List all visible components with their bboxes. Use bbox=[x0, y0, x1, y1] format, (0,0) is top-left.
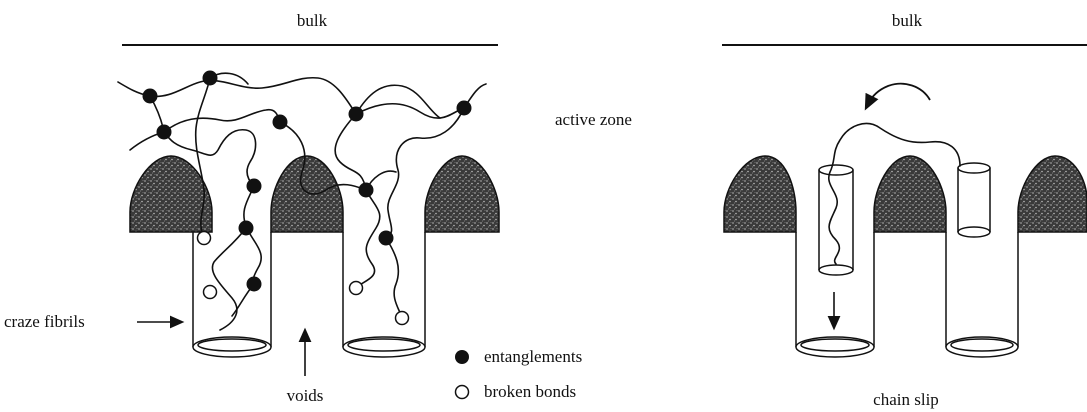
right-dome-3 bbox=[1018, 156, 1087, 232]
left-panel: bulk bbox=[4, 11, 499, 405]
right-fibril-1 bbox=[796, 232, 874, 357]
active-zone-label: active zone bbox=[555, 110, 632, 129]
entanglement-dot bbox=[247, 277, 262, 292]
broken-bond-circle bbox=[204, 286, 217, 299]
voids-label: voids bbox=[287, 386, 324, 405]
legend-broken-bond-swatch bbox=[456, 386, 469, 399]
broken-bond-circles bbox=[198, 232, 409, 325]
entanglement-dot bbox=[379, 231, 394, 246]
right-fibril-2 bbox=[946, 232, 1018, 357]
left-dome-3 bbox=[425, 156, 499, 232]
entanglement-dot bbox=[157, 125, 172, 140]
right-dome-2 bbox=[874, 156, 946, 232]
right-panel: bulk bbox=[722, 11, 1087, 409]
broken-bond-circle bbox=[396, 312, 409, 325]
entanglement-dot bbox=[247, 179, 262, 194]
left-dome-2 bbox=[271, 156, 343, 232]
legend-entanglement-swatch bbox=[455, 350, 469, 364]
entanglement-dot bbox=[359, 183, 374, 198]
legend-broken-bonds-label: broken bonds bbox=[484, 382, 576, 401]
right-bulk-label: bulk bbox=[892, 11, 923, 30]
entanglement-dot bbox=[457, 101, 472, 116]
entanglement-dot bbox=[203, 71, 218, 86]
pull-out-arrow bbox=[868, 84, 930, 104]
right-dome-1 bbox=[724, 156, 796, 232]
broken-bond-circle bbox=[198, 232, 211, 245]
craze-fibrils-label: craze fibrils bbox=[4, 312, 85, 331]
entanglement-dot bbox=[349, 107, 364, 122]
entanglement-dot bbox=[273, 115, 288, 130]
broken-bond-circle bbox=[350, 282, 363, 295]
left-bulk-label: bulk bbox=[297, 11, 328, 30]
legend: entanglements broken bonds bbox=[455, 347, 582, 401]
slip-tube-2 bbox=[958, 163, 990, 237]
entanglement-dot bbox=[239, 221, 254, 236]
legend-entanglements-label: entanglements bbox=[484, 347, 582, 366]
chain-slip-label: chain slip bbox=[873, 390, 939, 409]
entanglement-dot bbox=[143, 89, 158, 104]
